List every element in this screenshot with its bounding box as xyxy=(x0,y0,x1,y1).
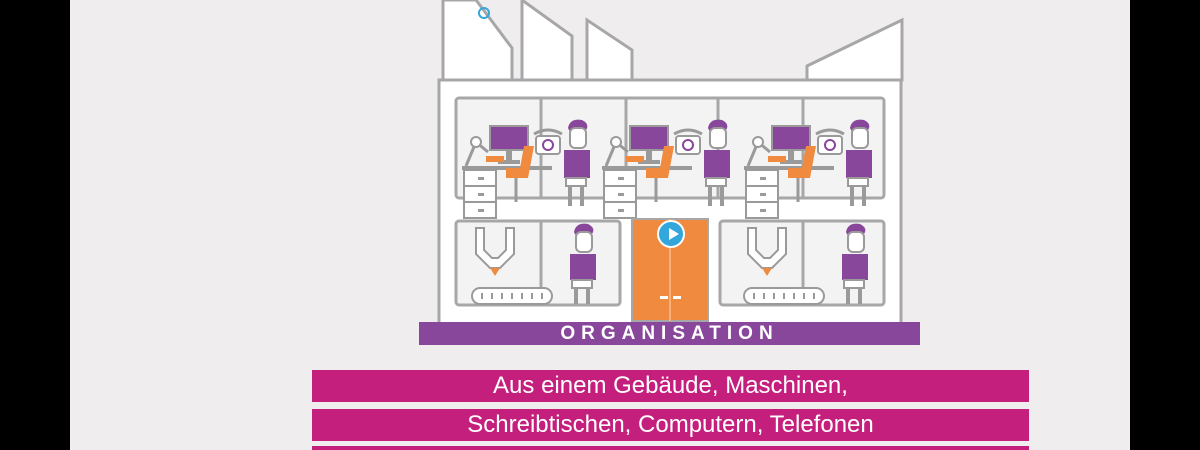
roof-shed-2 xyxy=(520,0,574,82)
factory-illustration xyxy=(437,0,904,327)
roof-shed-3 xyxy=(585,17,634,82)
caption-line-1: Aus einem Gebäude, Maschinen, xyxy=(312,370,1029,402)
play-icon[interactable] xyxy=(657,220,685,248)
video-frame: ORGANISATION Aus einem Gebäude, Maschine… xyxy=(70,0,1130,450)
caption-line-3-partial xyxy=(312,446,1029,450)
roof-shed-1 xyxy=(441,0,514,82)
caption-line-2: Schreibtischen, Computern, Telefonen xyxy=(312,409,1029,441)
roof-shed-4 xyxy=(805,17,904,82)
building-label: ORGANISATION xyxy=(419,322,920,345)
